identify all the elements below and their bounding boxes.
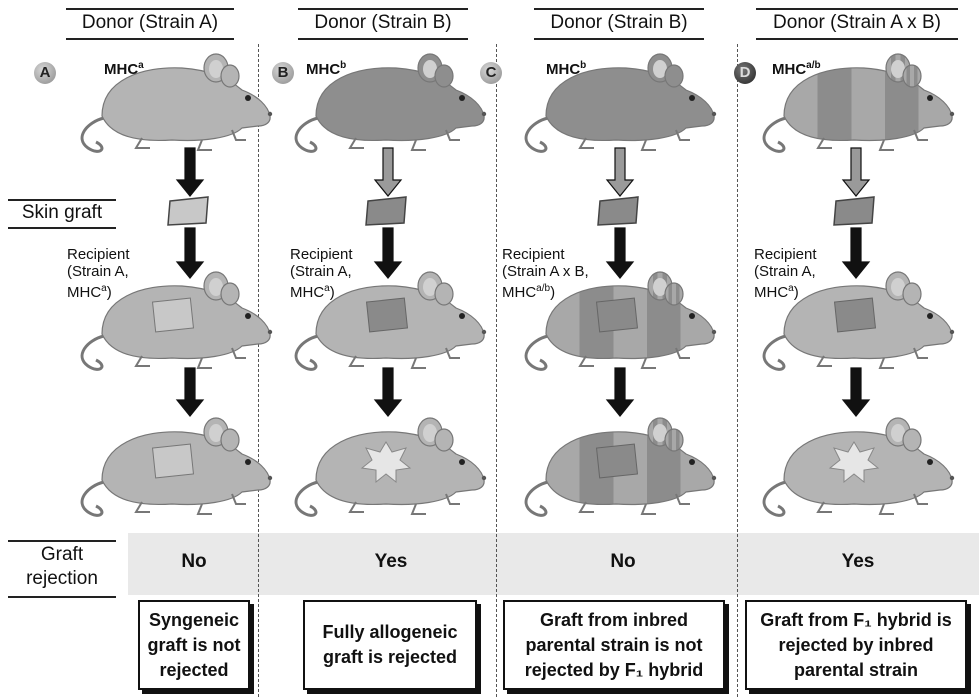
arrow-graft-recipient-a	[177, 228, 203, 278]
result-a: No	[134, 551, 254, 573]
outcome-mouse-d	[764, 418, 954, 515]
donor-label-c: Donor (Strain B)	[534, 8, 704, 40]
result-d: Yes	[798, 551, 918, 573]
recipient-label-c: Recipient (Strain A x B, MHCa/b)	[502, 246, 589, 301]
panel-badge-b: B	[272, 62, 294, 84]
outcome-mouse-b	[296, 418, 486, 515]
summary-box-c: Graft from inbred parental strain is not…	[503, 600, 725, 690]
outcome-mouse-c	[526, 418, 716, 515]
summary-box-d: Graft from F₁ hybrid is rejected by inbr…	[745, 600, 967, 690]
outcome-mouse-a	[82, 418, 272, 515]
skin-graft-label: Skin graft	[8, 199, 116, 229]
panel-badge-c: C	[480, 62, 502, 84]
arrow-donor-graft-b	[375, 148, 401, 196]
donor-label-d: Donor (Strain A x B)	[756, 8, 958, 40]
result-b: Yes	[331, 551, 451, 573]
skin-graft-c	[598, 197, 638, 225]
donor-mhc-d: MHCa/b	[772, 60, 821, 78]
skin-graft-b	[366, 197, 406, 225]
arrow-outcome-c	[607, 368, 633, 416]
arrow-donor-graft-d	[843, 148, 869, 196]
summary-box-b: Fully allogeneic graft is rejected	[303, 600, 477, 690]
result-c: No	[563, 551, 683, 573]
panel-badge-a: A	[34, 62, 56, 84]
arrow-outcome-a	[177, 368, 203, 416]
panel-badge-d: D	[734, 62, 756, 84]
donor-mhc-c: MHCb	[546, 60, 586, 78]
recipient-label-b: Recipient (Strain A, MHCa)	[290, 246, 353, 301]
donor-mhc-a: MHCa	[104, 60, 144, 78]
arrow-outcome-d	[843, 368, 869, 416]
donor-label-a: Donor (Strain A)	[66, 8, 234, 40]
donor-mhc-b: MHCb	[306, 60, 346, 78]
donor-label-b: Donor (Strain B)	[298, 8, 468, 40]
skin-graft-d	[834, 197, 874, 225]
graft-rejection-label: Graft rejection	[8, 540, 116, 598]
arrow-graft-recipient-c	[607, 228, 633, 278]
arrow-graft-recipient-b	[375, 228, 401, 278]
arrow-graft-recipient-d	[843, 228, 869, 278]
arrow-outcome-b	[375, 368, 401, 416]
arrow-donor-graft-c	[607, 148, 633, 196]
recipient-label-d: Recipient (Strain A, MHCa)	[754, 246, 817, 301]
arrow-donor-graft-a	[177, 148, 203, 196]
summary-box-a: Syngeneic graft is not rejected	[138, 600, 250, 690]
skin-graft-a	[168, 197, 208, 225]
recipient-label-a: Recipient (Strain A, MHCa)	[67, 246, 130, 301]
